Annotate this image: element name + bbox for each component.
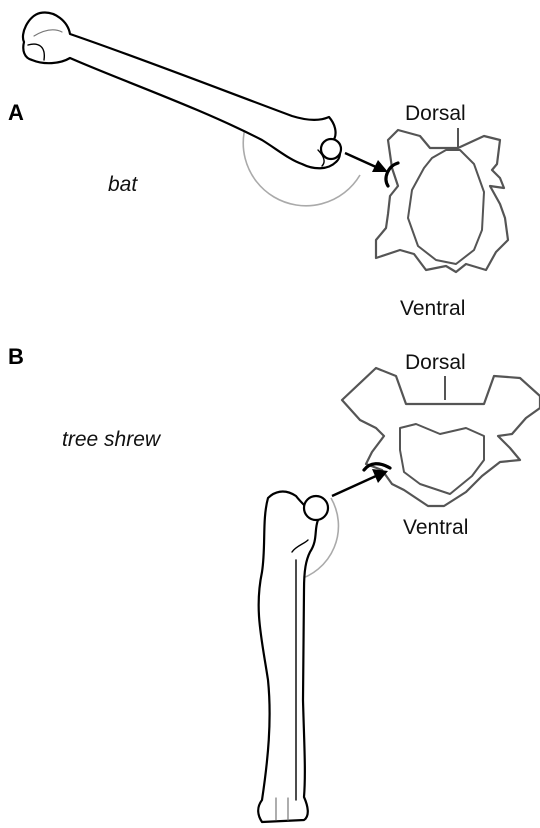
panel-a-label: A <box>8 100 24 125</box>
panel-a: A bat Dorsal Ventral <box>8 13 508 320</box>
panel-b-species-label: tree shrew <box>62 428 162 451</box>
panel-a-femoral-head <box>321 139 341 159</box>
panel-b-pelvis <box>342 368 540 506</box>
panel-a-femur <box>23 13 340 169</box>
panel-b-articulation-arrow <box>332 476 376 496</box>
panel-b-ventral-label: Ventral <box>403 516 468 539</box>
panel-b-femoral-head <box>304 496 328 520</box>
panel-b-label: B <box>8 344 24 369</box>
panel-b-femur <box>258 492 318 822</box>
panel-a-articulation-arrow <box>345 153 376 167</box>
panel-a-dorsal-label: Dorsal <box>405 102 466 125</box>
panel-a-species-label: bat <box>108 173 138 196</box>
panel-b-dorsal-label: Dorsal <box>405 351 466 374</box>
panel-b: B tree shrew Dorsal Ventral <box>8 344 540 822</box>
panel-a-ventral-label: Ventral <box>400 297 465 320</box>
